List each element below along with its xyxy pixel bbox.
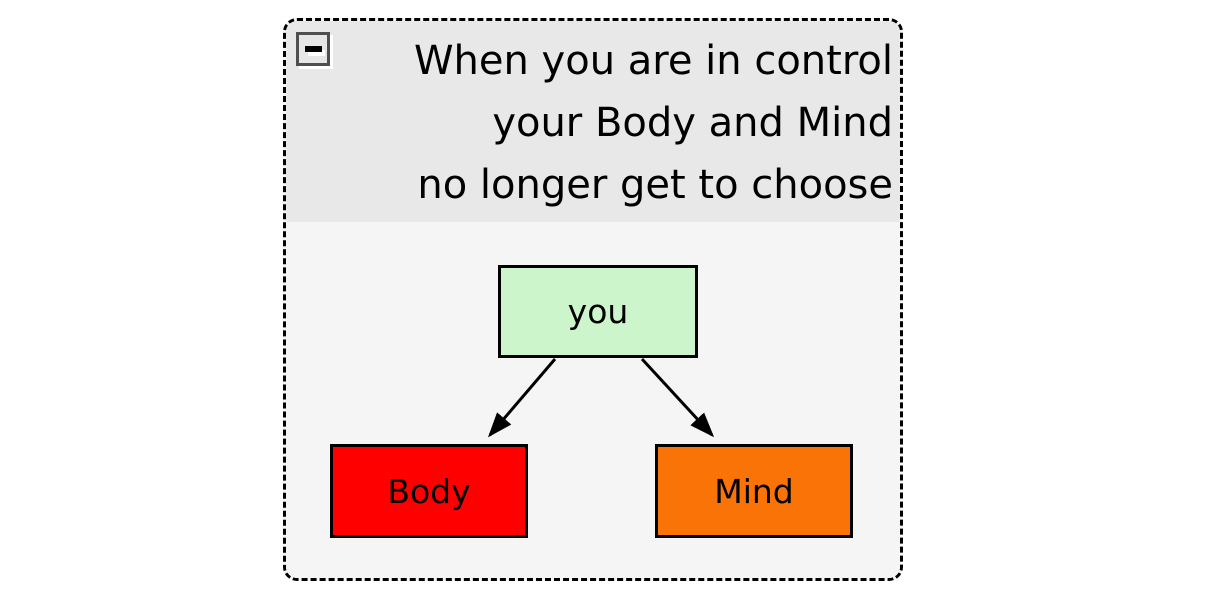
group-title-line-1: When you are in control bbox=[413, 38, 893, 84]
node-you-label: you bbox=[567, 292, 629, 331]
group-title: When you are in control your Body and Mi… bbox=[340, 30, 893, 216]
minus-icon bbox=[304, 46, 322, 52]
group-title-line-2: your Body and Mind bbox=[492, 100, 893, 146]
collapsible-group: When you are in control your Body and Mi… bbox=[283, 18, 903, 581]
group-title-line-3: no longer get to choose bbox=[417, 162, 893, 208]
node-body-label: Body bbox=[387, 471, 471, 511]
group-header: When you are in control your Body and Mi… bbox=[286, 21, 900, 222]
collapse-button[interactable] bbox=[296, 32, 330, 66]
node-you[interactable]: you bbox=[498, 265, 698, 358]
node-mind[interactable]: Mind bbox=[655, 444, 853, 538]
node-body[interactable]: Body bbox=[330, 444, 528, 538]
edge-you-to-body bbox=[487, 358, 557, 438]
edge-you-to-mind bbox=[640, 357, 715, 438]
node-mind-label: Mind bbox=[714, 471, 794, 511]
group-body: you Body Mind bbox=[286, 222, 900, 578]
